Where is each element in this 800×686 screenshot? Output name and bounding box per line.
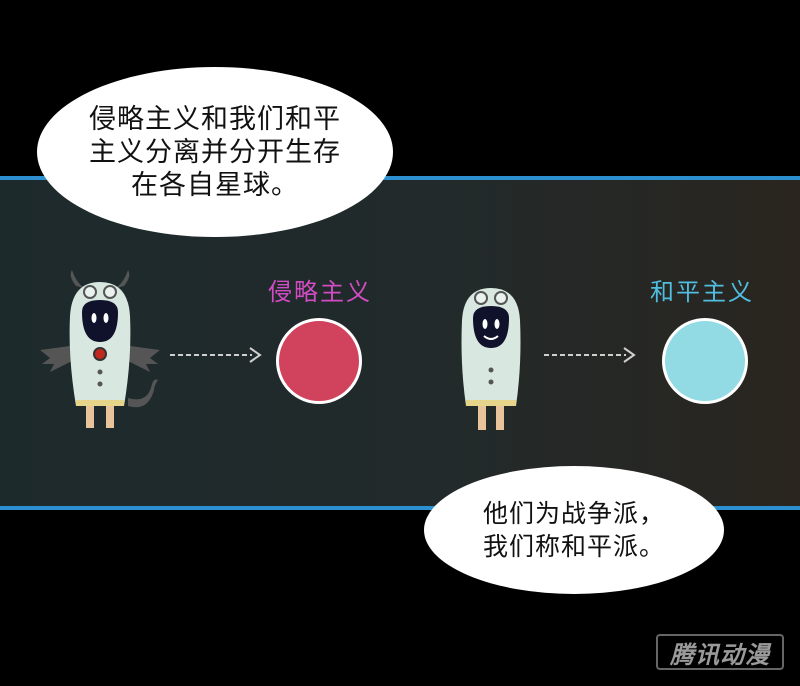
bubble-top-line-1: 侵略主义和我们和平 (89, 103, 341, 135)
peace-circle (662, 318, 748, 404)
devil-character-icon (40, 270, 160, 428)
peace-character-icon (461, 288, 521, 430)
peace-label: 和平主义 (650, 278, 754, 306)
bubble-top-line-2: 主义分离并分开生存 (89, 136, 341, 168)
bubble-bottom-line-2: 我们称和平派。 (482, 532, 665, 561)
watermark-logo: 腾讯动漫 (656, 634, 784, 670)
invasion-label: 侵略主义 (268, 278, 372, 306)
arrow-right-icon (544, 347, 636, 363)
bubble-top-line-3: 在各自星球。 (131, 169, 299, 201)
invasion-circle (276, 318, 362, 404)
speech-bubble-top: 侵略主义和我们和平 主义分离并分开生存 在各自星球。 (37, 67, 393, 237)
arrow-right-icon (170, 347, 262, 363)
speech-bubble-bottom: 他们为战争派， 我们称和平派。 (424, 466, 724, 594)
bubble-bottom-line-1: 他们为战争派， (482, 499, 665, 528)
